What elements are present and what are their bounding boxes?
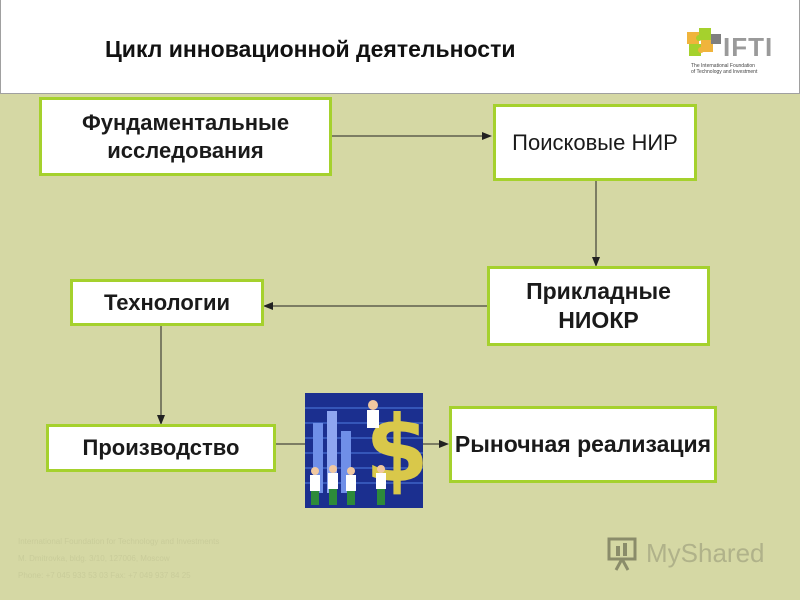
node-production: Производство — [46, 424, 276, 472]
slide-header: Цикл инновационной деятельности IFTI The… — [0, 0, 800, 94]
node-technologies: Технологии — [70, 279, 264, 326]
myshared-watermark: MyShared — [606, 536, 776, 572]
footer-phone: Phone: +7 045 933 53 03 Fax: +7 049 937 … — [18, 571, 191, 580]
footer-address: M. Dmitrovka, bldg. 3/10, 127006, Moscow — [18, 554, 170, 563]
logo-brand: IFTI — [723, 32, 774, 62]
watermark-text: MyShared — [646, 538, 765, 568]
presentation-board-icon — [607, 537, 637, 571]
footer-org-name: International Foundation for Technology … — [18, 537, 220, 546]
node-search-research: Поисковые НИР — [493, 104, 697, 181]
logo-sub-line2: of Technology and Investment — [691, 69, 758, 75]
slide-title: Цикл инновационной деятельности — [105, 36, 516, 62]
puzzle-logo-icon — [687, 28, 721, 56]
node-applied-rnd: Прикладные НИОКР — [487, 266, 710, 346]
logo-sub-line1: The International Foundation — [691, 63, 755, 69]
ifti-logo: IFTI The International Foundation of Tec… — [685, 26, 795, 76]
node-fundamental-research: Фундаментальные исследования — [39, 97, 332, 176]
dollar-sign-people-clipart: $ — [305, 393, 423, 508]
node-market-realization: Рыночная реализация — [449, 406, 717, 483]
